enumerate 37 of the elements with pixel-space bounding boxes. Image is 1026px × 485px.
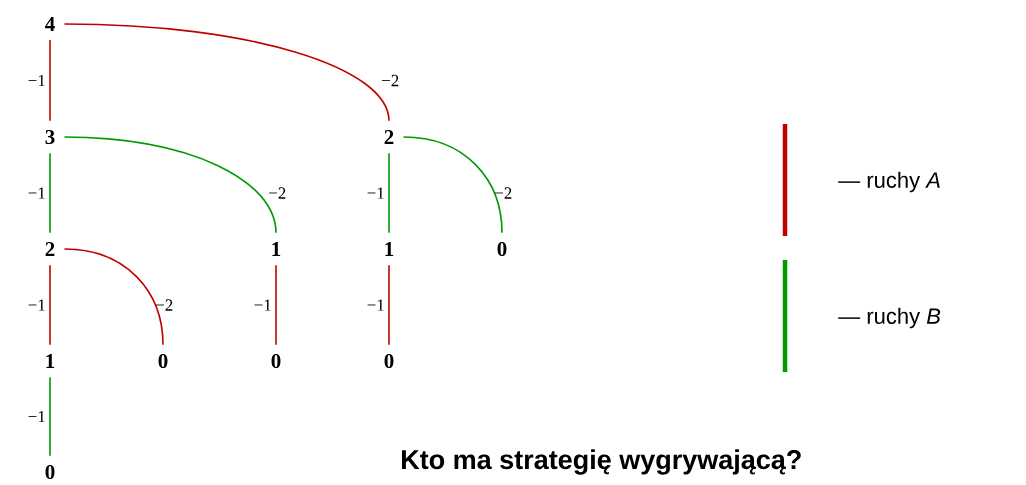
number-label: 2 — [45, 242, 55, 256]
move-line — [388, 264, 390, 346]
number-label: 2 — [384, 130, 394, 144]
move-line — [49, 264, 51, 346]
number-label: 1 — [46, 354, 55, 368]
number-label: 0 — [45, 464, 55, 480]
move-line — [402, 136, 503, 234]
edge-label: −1 — [28, 187, 45, 199]
edge-label: −2 — [382, 74, 399, 87]
number-label: 0 — [384, 353, 394, 369]
edge-label: −2 — [269, 187, 286, 199]
move-line — [49, 152, 51, 234]
edge-label: −1 — [367, 187, 384, 199]
number-label: 4 — [45, 17, 55, 31]
move-line — [63, 23, 390, 122]
edge-label: −1 — [28, 410, 45, 423]
legend-text: — ruchy B — [838, 307, 941, 329]
move-line — [388, 152, 390, 234]
move-line — [63, 248, 164, 346]
edge-label: −1 — [254, 299, 271, 311]
move-line — [49, 376, 51, 457]
edge-label: −1 — [28, 299, 45, 311]
number-label: 3 — [45, 129, 55, 145]
edge-label: −1 — [28, 74, 45, 87]
move-line — [63, 136, 277, 234]
move-line — [49, 39, 51, 122]
edge-label: −1 — [367, 299, 384, 311]
number-label: 1 — [272, 242, 281, 256]
number-label: 0 — [158, 353, 168, 369]
edge-label: −2 — [495, 187, 512, 199]
legend-text: — ruchy A — [838, 171, 940, 193]
edge-label: −2 — [156, 299, 173, 311]
question-text: Kto ma strategię wygrywającą? — [402, 449, 801, 475]
number-label: 0 — [497, 241, 507, 257]
move-line — [275, 264, 277, 346]
number-label: 0 — [271, 353, 281, 369]
number-label: 1 — [385, 242, 394, 256]
